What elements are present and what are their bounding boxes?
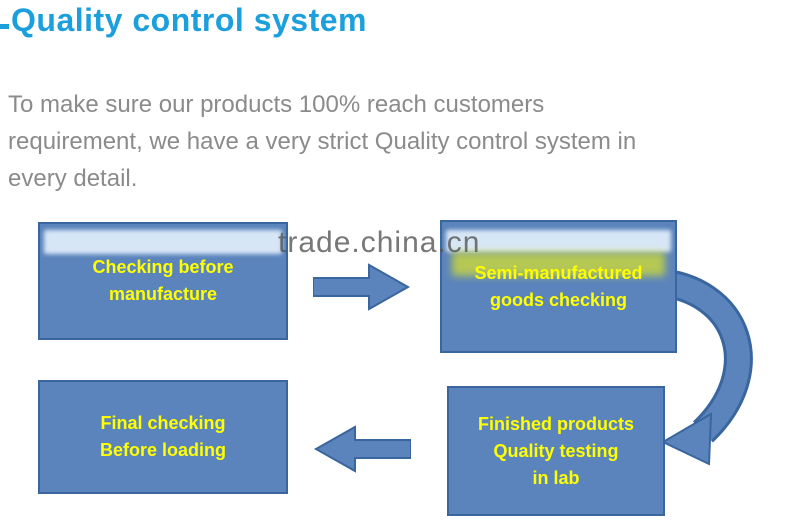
flow-box-label: Checking before manufacture: [92, 257, 234, 304]
flow-box-label: Final checking Before loading: [99, 413, 226, 460]
flow-box-label: Finished products Quality testing in lab: [477, 413, 634, 488]
flow-box-final-checking-before-loading: Final checking Before loading: [38, 380, 288, 494]
watermark-blur-strip: [446, 230, 671, 252]
watermark-text: trade.china.cn: [278, 226, 481, 259]
watermark-yellow-blur: [452, 252, 665, 276]
curved-arrow-icon: [655, 267, 753, 466]
page-title: Quality control system: [11, 2, 367, 38]
flow-box-finished-products-quality-testing: Finished products Quality testing in lab: [447, 386, 665, 516]
title-dash: [0, 24, 9, 29]
watermark-blur-strip: [44, 230, 282, 254]
intro-paragraph: To make sure our products 100% reach cus…: [8, 91, 637, 192]
flow-box-semi-manufactured-goods-checking: Semi-manufactured goods checking: [440, 220, 677, 353]
flow-box-label: Semi-manufactured goods checking: [474, 262, 643, 310]
arrow-right-icon: [313, 263, 411, 311]
flow-box-checking-before-manufacture: Checking before manufacture: [38, 222, 288, 340]
arrow-left-icon: [313, 425, 411, 473]
